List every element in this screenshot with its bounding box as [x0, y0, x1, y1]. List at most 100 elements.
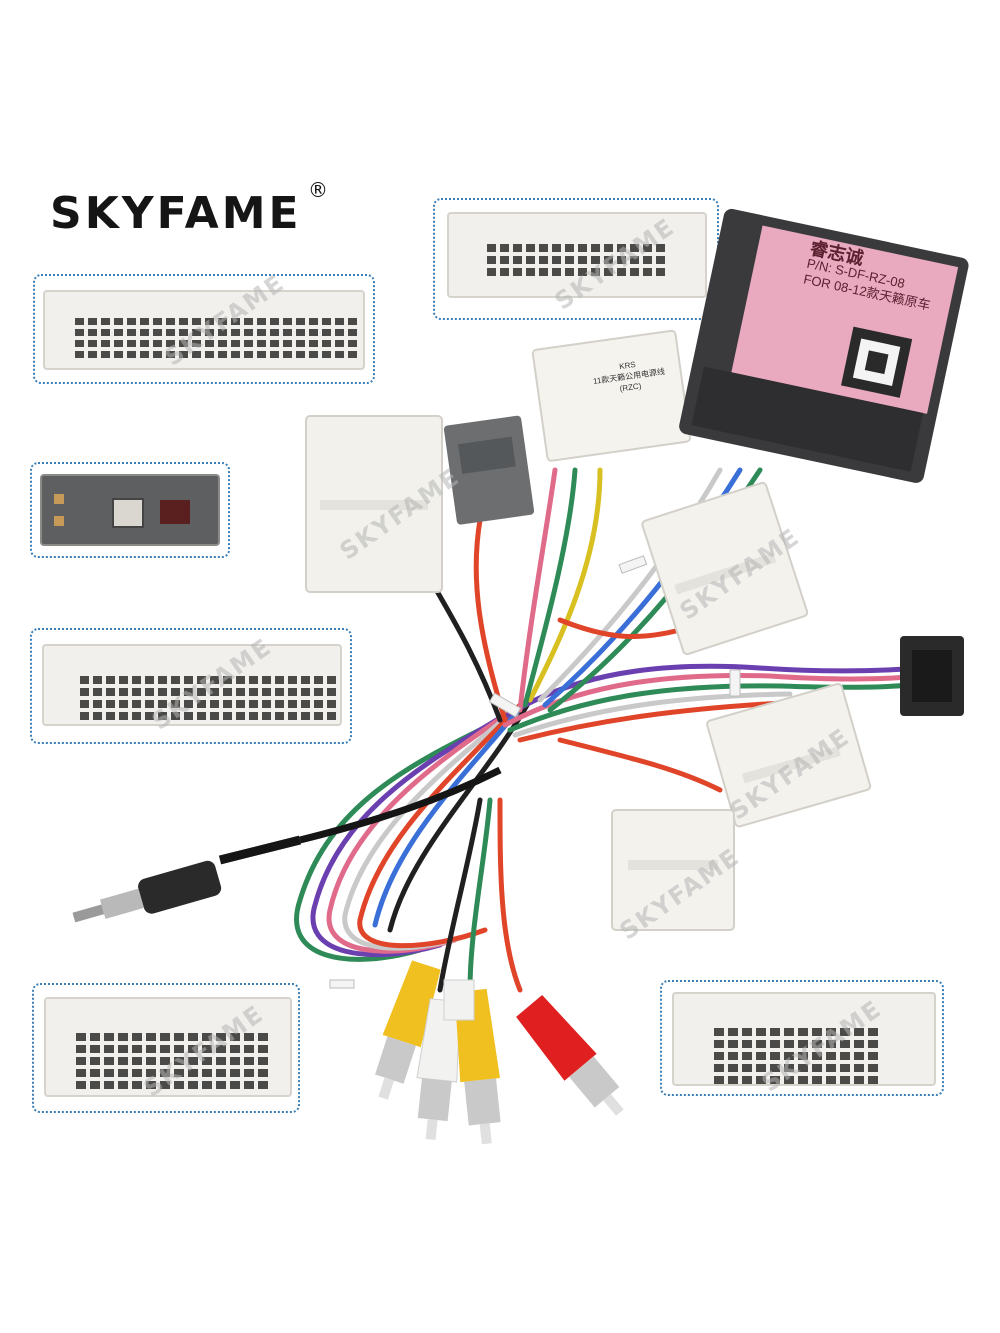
- pin-hole: [262, 700, 271, 708]
- pin-hole: [218, 329, 227, 336]
- pin-hole: [565, 244, 574, 252]
- pin-hole: [756, 1076, 766, 1084]
- connector-face: [42, 644, 342, 726]
- pin-hole: [258, 1057, 268, 1065]
- pin-hole: [93, 712, 102, 720]
- pin-hole: [244, 351, 253, 358]
- pin-hole: [76, 1069, 86, 1077]
- pin-hole: [104, 1081, 114, 1089]
- pin-hole: [262, 676, 271, 684]
- pin-hole: [223, 700, 232, 708]
- pin-hole: [140, 329, 149, 336]
- pin-hole: [798, 1040, 808, 1048]
- inset-connector-1: SKYFAME: [33, 268, 375, 384]
- pin-hole: [314, 712, 323, 720]
- pin-hole: [88, 329, 97, 336]
- pin-hole: [714, 1064, 724, 1072]
- connector-face: [44, 997, 292, 1097]
- pin-hole: [188, 1069, 198, 1077]
- pin-hole: [296, 329, 305, 336]
- pin-hole: [770, 1040, 780, 1048]
- pin-hole: [258, 1033, 268, 1041]
- pin-hole: [322, 329, 331, 336]
- pin-hole: [539, 244, 548, 252]
- pin-hole: [288, 700, 297, 708]
- connector-face: [447, 212, 707, 298]
- pin-hole: [591, 256, 600, 264]
- pin-hole: [216, 1033, 226, 1041]
- pin-hole: [236, 712, 245, 720]
- pin-hole: [119, 712, 128, 720]
- pin-hole: [188, 1033, 198, 1041]
- pin-hole: [197, 700, 206, 708]
- pin-hole: [75, 329, 84, 336]
- pin-hole: [146, 1045, 156, 1053]
- pin-hole: [578, 244, 587, 252]
- pin-hole: [728, 1040, 738, 1048]
- pin-hole: [314, 676, 323, 684]
- pin-hole: [216, 1045, 226, 1053]
- pin-hole: [812, 1028, 822, 1036]
- pin-hole: [158, 712, 167, 720]
- wire: [310, 712, 508, 958]
- pin-hole: [140, 351, 149, 358]
- registered-mark: ®: [308, 178, 328, 202]
- pin-hole: [145, 712, 154, 720]
- pin-hole: [270, 329, 279, 336]
- pin-hole: [348, 351, 357, 358]
- pin-hole: [840, 1076, 850, 1084]
- pin-hole: [106, 676, 115, 684]
- pin-hole: [275, 712, 284, 720]
- pin-hole: [335, 351, 344, 358]
- pin-hole: [244, 318, 253, 325]
- pin-hole: [90, 1057, 100, 1065]
- decoder-module: [679, 208, 969, 483]
- pin-hole: [244, 1045, 254, 1053]
- pin-hole: [90, 1069, 100, 1077]
- pin-hole: [166, 340, 175, 347]
- pin-hole: [630, 268, 639, 276]
- pin-hole: [742, 1052, 752, 1060]
- pin-hole: [174, 1033, 184, 1041]
- pin-hole: [197, 712, 206, 720]
- pin-hole: [231, 318, 240, 325]
- pin-grid: [75, 318, 357, 358]
- connector-face: [40, 474, 220, 546]
- pin-hole: [230, 1081, 240, 1089]
- pin-hole: [854, 1052, 864, 1060]
- pin-hole: [296, 340, 305, 347]
- pin-hole: [868, 1040, 878, 1048]
- pin-hole: [784, 1040, 794, 1048]
- pin-hole: [76, 1081, 86, 1089]
- antenna-cable: [218, 835, 302, 865]
- pin-hole: [335, 318, 344, 325]
- pin-hole: [119, 676, 128, 684]
- pin-hole: [826, 1040, 836, 1048]
- pin-hole: [798, 1028, 808, 1036]
- white-connector: [305, 415, 443, 593]
- pin-hole: [812, 1076, 822, 1084]
- pin-hole: [539, 256, 548, 264]
- pin-hole: [784, 1076, 794, 1084]
- pin-hole: [617, 256, 626, 264]
- pin-hole: [604, 268, 613, 276]
- pin-hole: [140, 318, 149, 325]
- pin-hole: [202, 1069, 212, 1077]
- pin-hole: [714, 1052, 724, 1060]
- pin-hole: [90, 1045, 100, 1053]
- pin-grid: [487, 244, 665, 276]
- pin-hole: [218, 340, 227, 347]
- rca-red: [516, 995, 624, 1116]
- wire: [522, 467, 578, 708]
- pin-hole: [327, 712, 336, 720]
- pin-hole: [770, 1052, 780, 1060]
- pin-hole: [812, 1040, 822, 1048]
- pin-hole: [127, 340, 136, 347]
- pin-hole: [223, 712, 232, 720]
- pin-hole: [192, 340, 201, 347]
- pin-hole: [184, 700, 193, 708]
- pin-hole: [565, 268, 574, 276]
- pin-hole: [179, 329, 188, 336]
- pin-hole: [798, 1052, 808, 1060]
- pin-hole: [812, 1052, 822, 1060]
